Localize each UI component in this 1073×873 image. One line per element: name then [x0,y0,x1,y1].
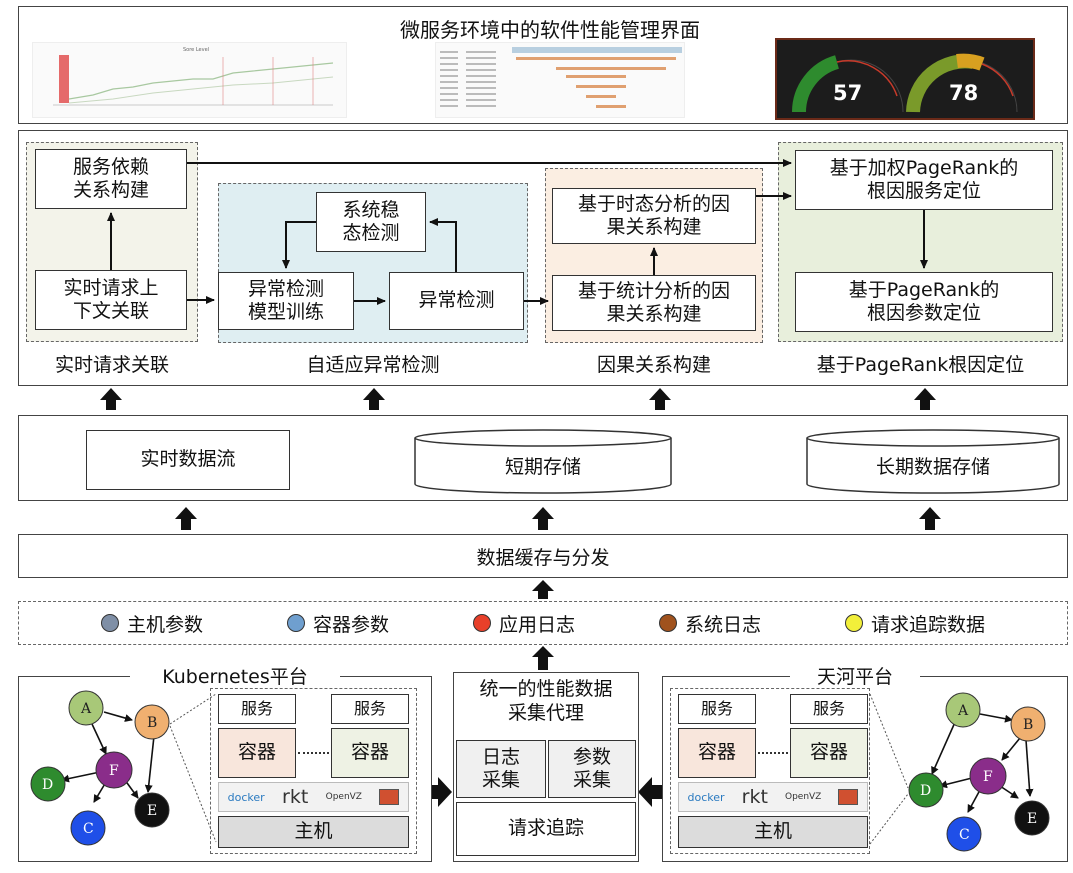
thumbnail-line-chart: Sore Level [32,42,347,118]
right-runtime-logos: docker rkt OpenVZ [678,782,868,812]
label-causal: 因果关系构建 [596,354,711,376]
request-context-box: 实时请求上 下文关联 [35,270,187,330]
left-runtime-logos: docker rkt OpenVZ [218,782,409,812]
cache-label: 数据缓存与分发 [476,546,610,569]
left-node-c: C [83,821,94,837]
short-storage-cylinder [414,429,672,494]
right-service-2: 服务 [790,694,868,724]
left-node-f: F [109,763,119,779]
left-node-b: B [147,715,157,731]
pagerank-param-box: 基于PageRank的 根因参数定位 [795,272,1053,332]
long-storage-cylinder [806,429,1060,494]
dependency-build-box: 服务依赖 关系构建 [35,149,187,209]
docker-logo: docker [227,790,265,804]
stack-icon [379,789,400,805]
legend-bar: 主机参数 容器参数 应用日志 系统日志 请求追踪数据 [18,601,1068,645]
legend-dot-container [286,614,305,632]
legend-dot-trace [844,614,863,632]
anomaly-detect-box: 异常检测 [389,272,524,330]
right-node-d: D [920,783,931,799]
cache-bar: 数据缓存与分发 [18,534,1068,578]
right-container-1: 容器 [678,728,756,778]
left-service-1: 服务 [218,694,296,724]
left-host-box: 主机 [218,816,409,848]
right-container-link [758,752,788,754]
legend-dot-host [100,614,119,632]
label-pagerank: 基于PageRank根因定位 [816,354,1025,376]
right-node-b: B [1023,717,1033,733]
request-trace-box: 请求追踪 [456,802,636,856]
right-node-e: E [1027,811,1037,827]
right-host-box: 主机 [678,816,868,848]
openvz-logo: OpenVZ [325,792,362,802]
left-node-a: A [80,701,92,717]
short-storage-label: 短期存储 [504,456,581,478]
left-node-d: D [42,777,53,793]
agent-title: 统一的性能数据 采集代理 [479,678,613,724]
gauges-svg: 57 78 [792,53,1018,113]
model-train-box: 异常检测 模型训练 [218,272,354,330]
legend-item-app-log: 应用日志 [472,610,575,637]
right-container-2: 容器 [790,728,868,778]
right-service-graph: A B F D E C [869,692,1050,852]
left-container-2: 容器 [331,728,409,778]
openvz-logo: OpenVZ [784,792,822,802]
thumbnail-line-chart-svg: Sore Level [53,47,334,106]
thumbnail-trace-table [435,42,685,118]
left-service-graph: A B F D E C [30,690,217,846]
long-storage-label: 长期数据存储 [875,456,990,478]
rkt-logo: rkt [282,786,309,808]
realtime-stream-box: 实时数据流 [86,430,290,490]
log-collect-box: 日志 采集 [456,740,546,798]
thumbnail-chart-title: Sore Level [183,47,209,53]
left-service-2: 服务 [331,694,409,724]
label-request-correlation: 实时请求关联 [54,354,169,376]
docker-logo: docker [687,790,725,804]
top-title: 微服务环境中的软件性能管理界面 [400,18,700,42]
right-node-a: A [957,703,969,719]
rkt-logo: rkt [741,786,768,808]
param-collect-box: 参数 采集 [548,740,636,798]
legend-item-trace: 请求追踪数据 [844,610,985,637]
legend-dot-app-log [472,614,491,632]
right-service-1: 服务 [678,694,756,724]
kubernetes-platform-title: Kubernetes平台 [130,662,340,689]
legend-item-host: 主机参数 [100,610,203,637]
thumbnail-trace-svg [440,47,682,108]
stack-icon [838,789,859,805]
temporal-causal-box: 基于时态分析的因 果关系构建 [552,188,756,244]
left-container-link [298,752,329,754]
weighted-pagerank-box: 基于加权PageRank的 根因服务定位 [795,150,1053,210]
right-node-c: C [959,827,970,843]
left-node-e: E [147,803,157,819]
left-node-frame [210,688,417,854]
gauge-value-2: 78 [949,81,978,105]
legend-dot-sys-log [658,614,677,632]
tianhe-platform-title: 天河平台 [790,662,920,689]
right-node-frame [670,688,870,854]
legend-item-container: 容器参数 [286,610,389,637]
gauge-value-1: 57 [833,81,862,105]
gauge-panel: 57 78 [775,38,1035,120]
legend-item-sys-log: 系统日志 [658,610,761,637]
right-node-f: F [983,769,993,785]
left-container-1: 容器 [218,728,296,778]
statistical-causal-box: 基于统计分析的因 果关系构建 [552,275,756,331]
stable-detect-box: 系统稳 态检测 [316,192,426,252]
label-adaptive-anomaly: 自适应异常检测 [306,354,440,376]
